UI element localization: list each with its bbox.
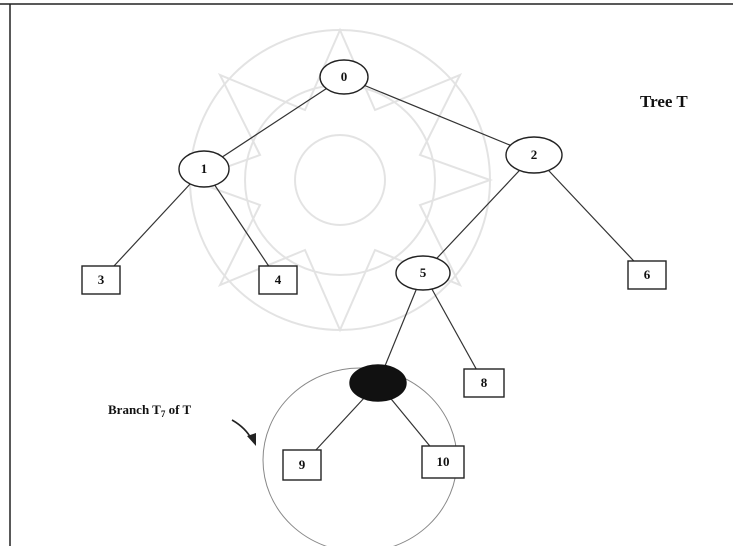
node-4-label: 4 (275, 272, 282, 287)
node-2: 2 (505, 136, 563, 174)
tree-nodes: 0 1 2 3 4 5 6 8 9 10 (81, 59, 667, 481)
edge-0-2 (343, 76, 535, 156)
node-4: 4 (258, 265, 298, 295)
edge-0-1 (203, 76, 345, 170)
node-1-shape (178, 150, 230, 188)
node-4-shape (258, 265, 298, 295)
node-8-label: 8 (481, 375, 488, 390)
branch-label-suffix: of T (165, 402, 191, 417)
node-3: 3 (81, 265, 121, 295)
node-5-shape (395, 255, 451, 291)
node-10: 10 (421, 445, 465, 479)
edge-1-4 (203, 168, 279, 281)
node-9-label: 9 (299, 457, 306, 472)
node-1-label: 1 (201, 161, 208, 176)
node-0: 0 (319, 59, 369, 95)
node-3-shape (81, 265, 121, 295)
node-5-label: 5 (420, 265, 427, 280)
edge-5-7 (377, 272, 424, 384)
node-7-shape (349, 364, 407, 402)
branch-label-subscript: 7 (161, 409, 166, 419)
node-8: 8 (463, 368, 505, 398)
edge-1-3 (100, 168, 205, 281)
node-2-shape (505, 136, 563, 174)
node-6-shape (627, 260, 667, 290)
branch-arrow (231, 419, 256, 446)
node-2-label: 2 (531, 147, 538, 162)
node-8-shape (463, 368, 505, 398)
tree-title: Tree T (640, 92, 688, 111)
node-1: 1 (178, 150, 230, 188)
node-10-label: 10 (437, 454, 450, 469)
node-7 (349, 364, 407, 402)
node-5: 5 (395, 255, 451, 291)
node-0-label: 0 (341, 69, 348, 84)
edge-5-8 (422, 272, 485, 384)
node-9: 9 (282, 449, 322, 481)
node-3-label: 3 (98, 272, 105, 287)
node-10-shape (421, 445, 465, 479)
branch-label: Branch T7 of T (108, 402, 191, 419)
branch-label-text: Branch T (108, 402, 161, 417)
tree-edges (100, 76, 648, 466)
edge-2-6 (533, 154, 648, 276)
node-6: 6 (627, 260, 667, 290)
node-6-label: 6 (644, 267, 651, 282)
node-9-shape (282, 449, 322, 481)
edge-2-5 (422, 154, 535, 274)
node-0-shape (319, 59, 369, 95)
